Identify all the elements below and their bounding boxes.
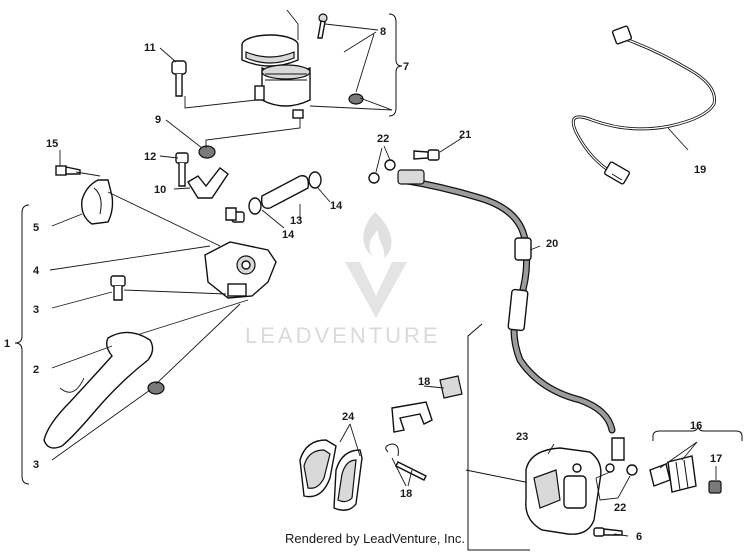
callout-19: 19 [694,164,706,176]
callout-4: 4 [33,265,40,277]
screw-part-3-upper [110,275,126,301]
callout-7: 7 [403,61,409,73]
clamp-part-14-upper [308,171,322,189]
washer-part-22-lower-b [626,464,638,476]
caliper-part-23 [525,447,602,535]
watermark-flame-icon [363,212,392,258]
bolt-part-15 [55,165,81,176]
callout-21: 21 [459,129,471,141]
callout-16: 16 [690,420,702,432]
callout-3-lower: 3 [33,459,39,471]
callout-22-lower: 22 [614,502,626,514]
hose-part-13 [260,175,310,209]
callout-12: 12 [144,151,156,163]
washer-part-22-lower-a [605,463,615,473]
brake-pads-part-24 [299,439,363,511]
bracket-assembly-1 [14,204,30,485]
bracket-assembly-7 [388,13,403,117]
fitting-part-14-left [225,207,245,223]
bracket-assembly-16 [652,424,743,441]
callout-23: 23 [516,431,528,443]
brake-lever-part-2 [43,331,154,449]
bleeder-part-16-b [667,455,697,493]
callout-labels: 1 2 3 3 4 5 6 7 8 9 10 11 12 13 14 14 15… [4,26,722,543]
leader-lines [49,9,717,537]
lever-housing-part-4 [204,241,277,299]
watermark-brand: LEADVENTURE [245,323,441,348]
leadventure-watermark: LEADVENTURE [245,212,441,348]
master-cylinder-reservoir [241,34,311,119]
callout-1: 1 [4,338,10,350]
callout-10: 10 [154,184,166,196]
brake-switch-harness-part-19 [571,25,716,185]
callout-5: 5 [33,222,39,234]
callout-15: 15 [46,138,58,150]
bolt-part-12 [175,152,189,187]
washer-part-22-upper-a [384,159,396,171]
callout-18-lower: 18 [400,488,412,500]
callout-6: 6 [636,531,642,543]
brake-hose-part-20 [398,176,616,434]
callout-22-upper: 22 [377,133,389,145]
callout-9: 9 [155,114,161,126]
clamp-part-5 [81,179,114,225]
bolt-part-11 [171,60,187,97]
rendered-by-footer: Rendered by LeadVenture, Inc. [285,531,465,546]
callout-18-upper: 18 [418,376,430,388]
clamp-part-14-lower [248,197,262,215]
callout-3-upper: 3 [33,304,39,316]
pad-spring-part-18-upper [391,401,433,433]
callout-14-right: 14 [330,200,343,212]
banjo-bolt-part-21 [413,149,440,161]
callout-20: 20 [546,238,558,250]
callout-13: 13 [290,215,302,227]
callout-17: 17 [710,453,722,465]
callout-14-left: 14 [282,229,295,241]
washer-part-22-upper-b [368,172,380,184]
callout-11: 11 [144,42,156,54]
callout-24: 24 [342,411,355,423]
washer-part-9 [198,145,216,159]
watermark-v-icon [345,262,407,318]
screw-part-8 [317,13,328,39]
bushing-part-3-lower [147,381,165,395]
grommet-part-8 [348,93,364,105]
bleeder-part-16-a [649,463,671,487]
callout-8: 8 [380,26,386,38]
callout-2: 2 [33,364,39,376]
caliper-group-bracket [467,323,530,551]
caliper-group-divider [465,469,531,484]
bleeder-cap-part-17 [708,480,722,494]
bracket-part-10 [187,167,229,199]
shim-part-18-top [439,375,463,399]
pin-part-18-lower [385,443,427,481]
